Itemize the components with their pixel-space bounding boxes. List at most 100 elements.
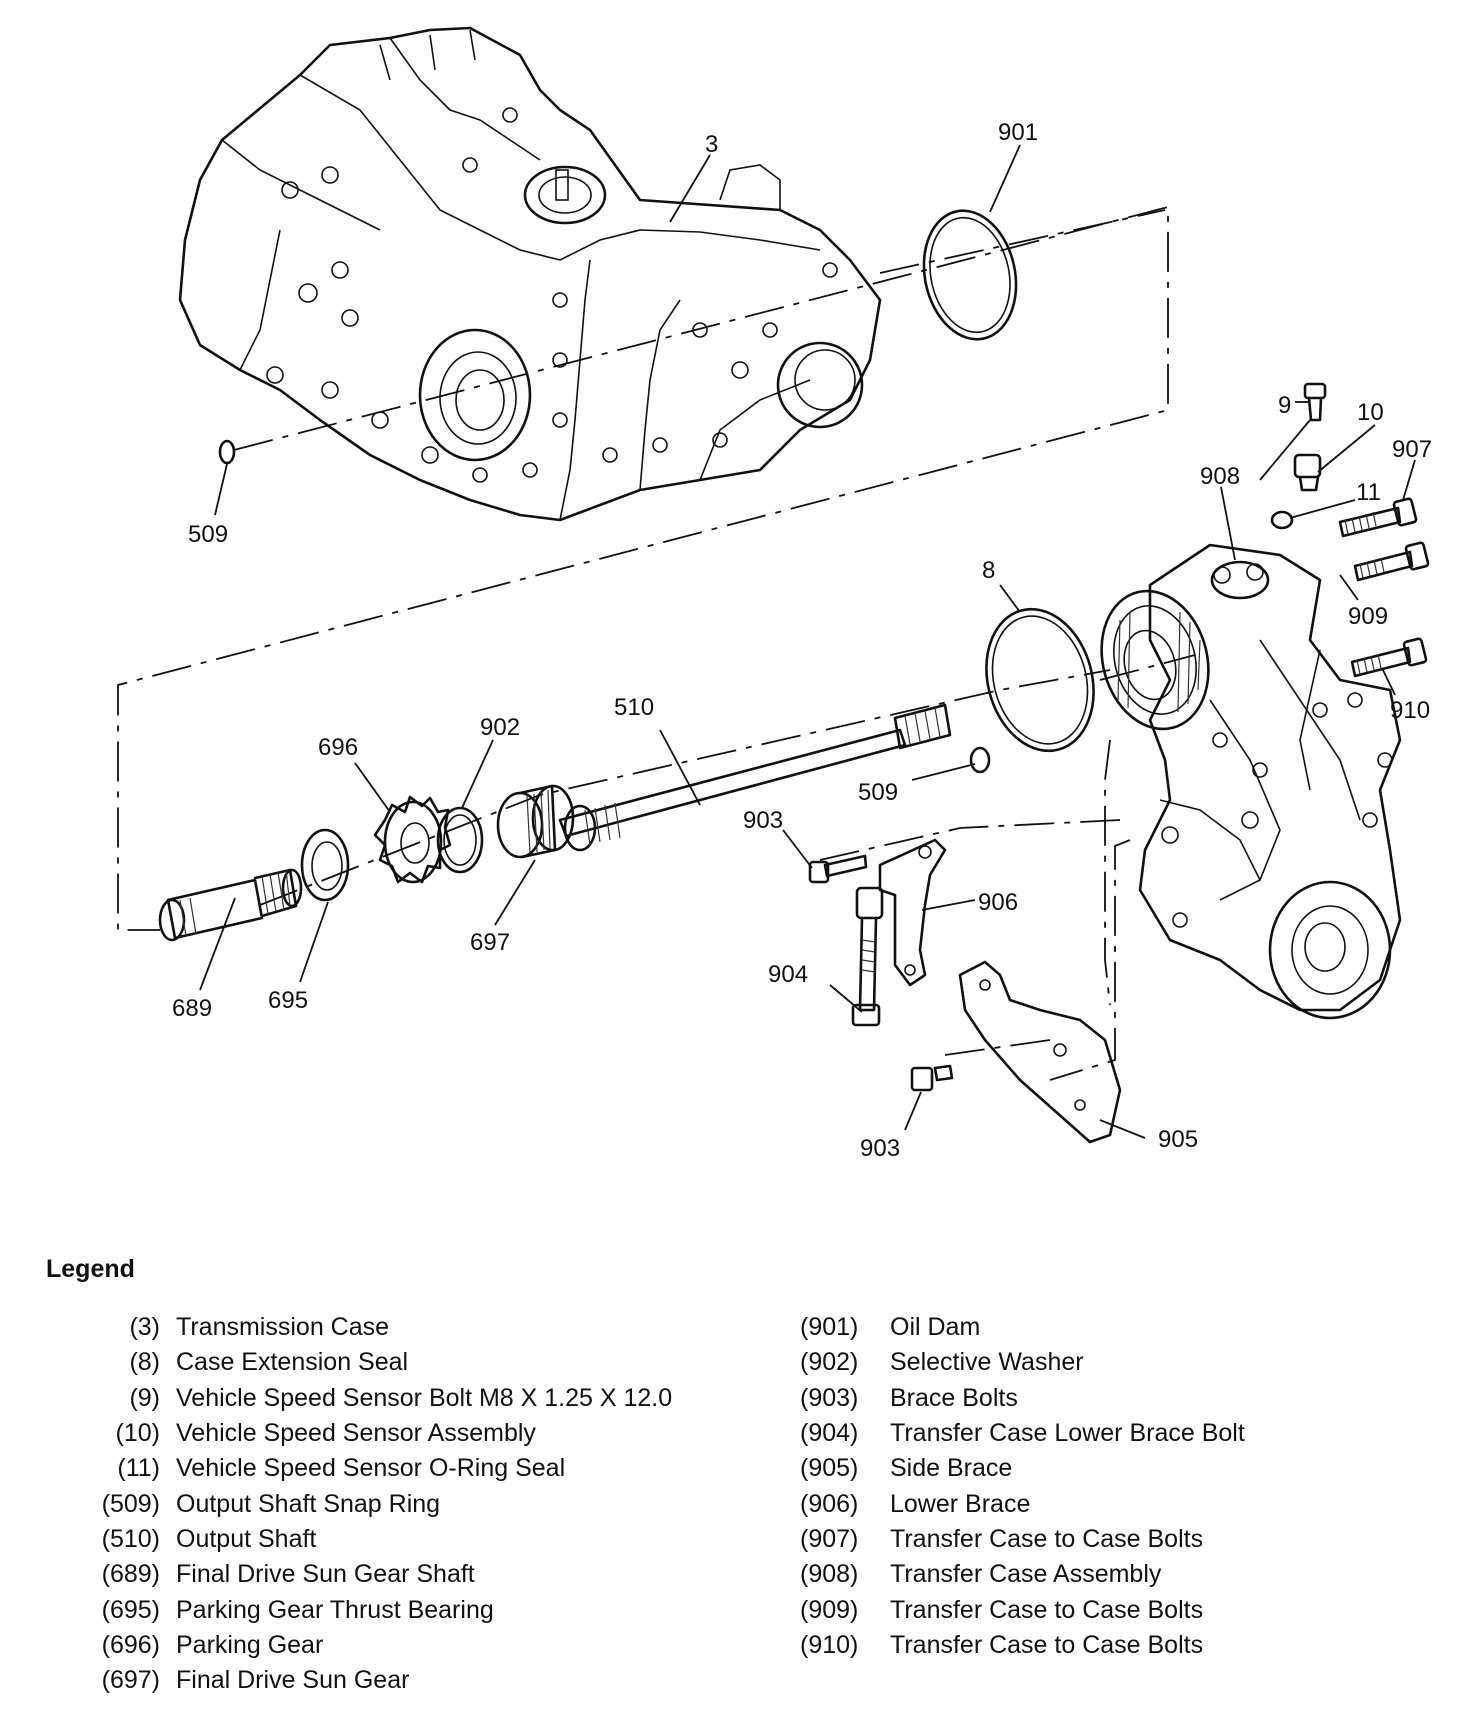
legend-description: Parking Gear [176,1630,324,1659]
legend-item: (906) Lower Brace [800,1486,1245,1521]
callout-8: 8 [982,557,995,584]
alignment-lines [117,205,1196,1081]
legend-item: (10) Vehicle Speed Sensor Assembly [60,1416,672,1451]
callout-10: 10 [1357,399,1384,426]
legend-item: (910) Transfer Case to Case Bolts [800,1628,1245,1663]
legend-description: Brace Bolts [890,1383,1018,1412]
callout-903-lower: 903 [860,1135,900,1162]
legend-number: (906) [800,1489,859,1518]
legend-description: Output Shaft [176,1524,317,1553]
callout-labels: 3 901 509 9 10 907 908 11 8 909 910 510 … [172,119,1432,1162]
legend-description: Transfer Case Lower Brace Bolt [890,1419,1245,1448]
parking-gear-thrust-bearing [300,828,350,902]
legend-item: (908)Transfer Case Assembly [800,1557,1245,1592]
legend-item: (909)Transfer Case to Case Bolts [800,1592,1245,1627]
legend-item: (509)Output Shaft Snap Ring [60,1486,672,1521]
callout-695: 695 [268,987,308,1014]
legend-description: Transfer Case Assembly [890,1560,1162,1589]
legend-number: (910) [800,1630,859,1659]
callout-11: 11 [1356,479,1381,506]
legend-description: Vehicle Speed Sensor O-Ring Seal [176,1454,566,1483]
legend-description: Final Drive Sun Gear Shaft [176,1560,475,1589]
legend-right-column: (901) Oil Dam (902) Selective Washer (903)… [800,1310,1245,1663]
vehicle-speed-sensor-assembly [1293,453,1322,492]
output-shaft [558,703,952,852]
legend-number: (10) [115,1419,160,1448]
legend-item: (905) Side Brace [800,1451,1245,1486]
legend-item: (510) Output Shaft [60,1522,672,1557]
legend-description: Selective Washer [890,1348,1084,1377]
callout-509-upper: 509 [188,521,228,548]
callout-510: 510 [614,694,654,721]
exploded-view-diagram: 3 901 509 9 10 907 908 11 8 909 910 510 … [117,26,1432,1162]
leader-lines [199,144,1416,1139]
legend-number: (907) [800,1524,859,1553]
legend-number: (903) [800,1383,859,1412]
brace-bolt-upper [808,854,868,884]
legend-description: Case Extension Seal [176,1348,409,1377]
transmission-case [178,26,882,522]
legend-left-column: (3) Transmission Case (8) Case Extension S… [60,1310,673,1698]
parking-gear [373,795,452,884]
legend-item: (695)Parking Gear Thrust Bearing [60,1592,672,1627]
output-shaft-snap-ring [218,439,236,465]
legend-description: Parking Gear Thrust Bearing [176,1595,494,1624]
legend-number: (9) [129,1383,160,1412]
callout-901: 901 [998,119,1038,146]
callout-903-upper: 903 [743,807,783,834]
transfer-case-bolt-910 [1350,637,1428,678]
legend-description: Transmission Case [176,1313,390,1342]
legend-number: (905) [800,1454,859,1483]
legend-number: (510) [101,1524,160,1553]
brace-bolt-lower [910,1064,954,1092]
legend-number: (909) [800,1595,859,1624]
legend-item: (907) Transfer Case to Case Bolts [800,1522,1245,1557]
callout-697: 697 [470,929,510,956]
callout-910: 910 [1390,697,1430,724]
legend-item: (3) Transmission Case [60,1310,672,1345]
callout-907: 907 [1392,436,1432,463]
legend-description: Oil Dam [890,1313,981,1342]
legend-number: (696) [101,1630,160,1659]
legend-description: Vehicle Speed Sensor Assembly [176,1419,536,1448]
legend-item: (904) Transfer Case Lower Brace Bolt [800,1416,1245,1451]
legend-number: (8) [129,1348,160,1377]
legend-description: Transfer Case to Case Bolts [890,1630,1204,1659]
callout-689: 689 [172,995,212,1022]
legend-description: Lower Brace [890,1489,1031,1518]
legend-number: (3) [129,1313,160,1342]
legend-description: Vehicle Speed Sensor Bolt M8 X 1.25 X 12… [176,1383,673,1412]
selective-washer [436,806,484,874]
legend-item: (697) Final Drive Sun Gear [60,1663,672,1698]
side-brace [958,960,1122,1144]
transfer-case-bolt-907 [1338,497,1418,538]
case-extension-seal [985,607,1095,753]
transfer-case-bolt-909 [1353,541,1430,582]
callout-908: 908 [1200,463,1240,490]
vehicle-speed-sensor-bolt [1259,382,1327,481]
legend-description: Final Drive Sun Gear [176,1666,410,1695]
callout-696: 696 [318,734,358,761]
legend-number: (901) [800,1313,859,1342]
legend-item: (689)Final Drive Sun Gear Shaft [60,1557,672,1592]
legend-number: (902) [800,1348,859,1377]
legend-item: (8) Case Extension Seal [60,1345,672,1380]
callout-905: 905 [1158,1126,1198,1153]
legend-item: (901) Oil Dam [800,1310,1245,1345]
legend-item: (903) Brace Bolts [800,1381,1245,1416]
legend-number: (697) [101,1666,160,1695]
callout-9: 9 [1278,392,1291,419]
legend-item: (9) Vehicle Speed Sensor Bolt M8 X 1.25 X… [60,1381,672,1416]
legend-title: Legend [46,1255,135,1283]
lower-brace [878,838,947,987]
legend-number: (11) [117,1454,160,1483]
legend-number: (509) [101,1489,160,1518]
legend-description: Side Brace [890,1454,1013,1483]
transfer-case-assembly [1100,543,1402,1020]
callout-3: 3 [705,131,718,158]
legend-item: (11) Vehicle Speed Sensor O-Ring Seal [60,1451,672,1486]
callout-904: 904 [768,961,808,988]
legend-item: (902) Selective Washer [800,1345,1245,1380]
legend-description: Transfer Case to Case Bolts [890,1524,1204,1553]
legend-number: (904) [800,1419,859,1448]
